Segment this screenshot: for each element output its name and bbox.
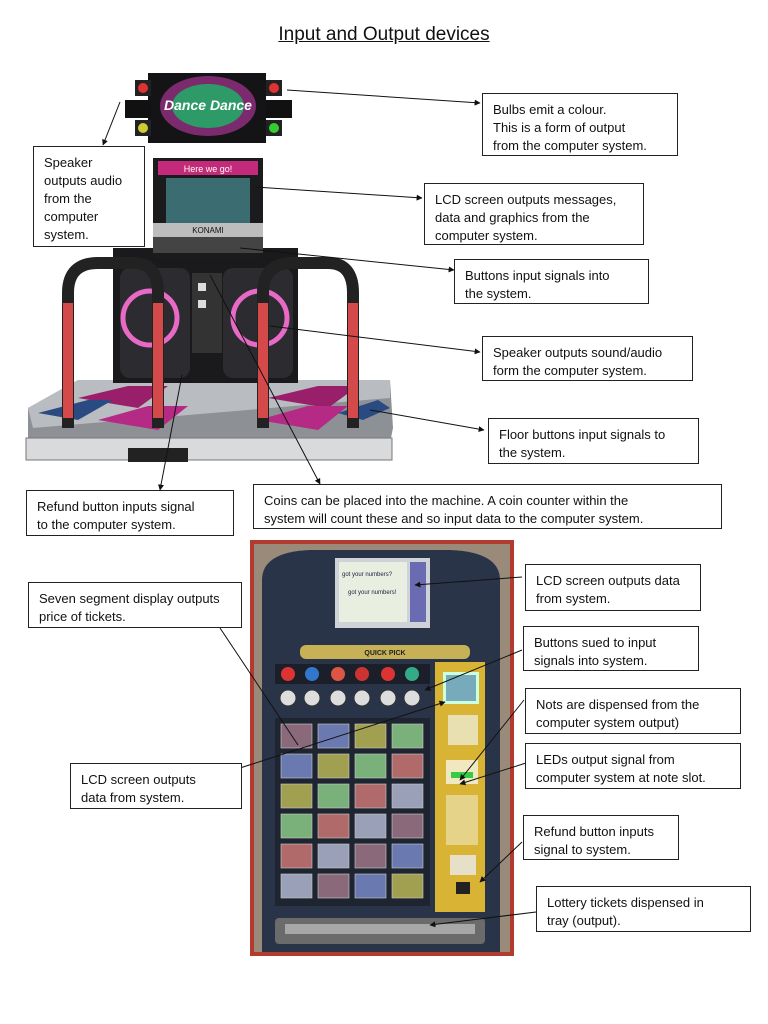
page-title: Input and Output devices (278, 24, 490, 45)
label-speaker-top: Speaker outputs audio from the computer … (33, 146, 145, 247)
ticket-slot (391, 753, 424, 779)
ticket-slot (280, 783, 313, 809)
dance-logo-text: Dance Dance (164, 97, 252, 113)
quick-pick-label: QUICK PICK (364, 650, 405, 657)
label-notes: Nots are dispensed from the computer sys… (525, 688, 741, 734)
ticket-slot (280, 843, 313, 869)
label-floor-buttons: Floor buttons input signals to the syste… (488, 418, 699, 464)
label-bulbs: Bulbs emit a colour. This is a form of o… (482, 93, 678, 156)
label-refund-dance: Refund button inputs signal to the compu… (26, 490, 234, 536)
ticket-slot (391, 843, 424, 869)
lottery-machine-photo: got your numbers? got your numbers! QUIC… (250, 540, 514, 956)
label-lcd-dance: LCD screen outputs messages, data and gr… (424, 183, 644, 245)
ticket-slot (354, 753, 387, 779)
ticket-slot (391, 783, 424, 809)
marquee-text: Here we go! (184, 164, 233, 174)
label-buttons-dance: Buttons input signals into the system. (454, 259, 649, 304)
label-buttons-lottery: Buttons sued to input signals into syste… (523, 626, 699, 671)
label-lcd-lottery-lower: LCD screen outputs data from system. (70, 763, 242, 809)
label-speaker-side: Speaker outputs sound/audio form the com… (482, 336, 693, 381)
screen-line1: got your numbers? (342, 572, 393, 578)
ticket-slot (391, 873, 424, 899)
ticket-slot (280, 723, 313, 749)
ticket-slot (317, 813, 350, 839)
ticket-slot (354, 783, 387, 809)
ticket-slot (317, 843, 350, 869)
label-leds: LEDs output signal from computer system … (525, 743, 741, 789)
ticket-slot (391, 723, 424, 749)
label-lcd-lottery: LCD screen outputs data from system. (525, 564, 701, 611)
ticket-slot (391, 813, 424, 839)
ticket-slot (354, 723, 387, 749)
ticket-slot (354, 813, 387, 839)
label-tray: Lottery tickets dispensed in tray (outpu… (536, 886, 751, 932)
dance-machine-photo: Here we go! KONAMI Dance Dance (25, 73, 393, 462)
ticket-slot (354, 843, 387, 869)
brand-text: KONAMI (192, 226, 224, 235)
ticket-slot (280, 753, 313, 779)
ticket-slot (280, 873, 313, 899)
label-coins: Coins can be placed into the machine. A … (253, 484, 722, 529)
screen-line2: got your numbers! (348, 590, 397, 596)
ticket-slot (317, 753, 350, 779)
label-refund-lottery: Refund button inputs signal to system. (523, 815, 679, 860)
ticket-slot (317, 873, 350, 899)
ticket-slot (354, 873, 387, 899)
ticket-slot (280, 813, 313, 839)
ticket-slot (317, 723, 350, 749)
label-seven-segment: Seven segment display outputs price of t… (28, 582, 242, 628)
ticket-slot (317, 783, 350, 809)
